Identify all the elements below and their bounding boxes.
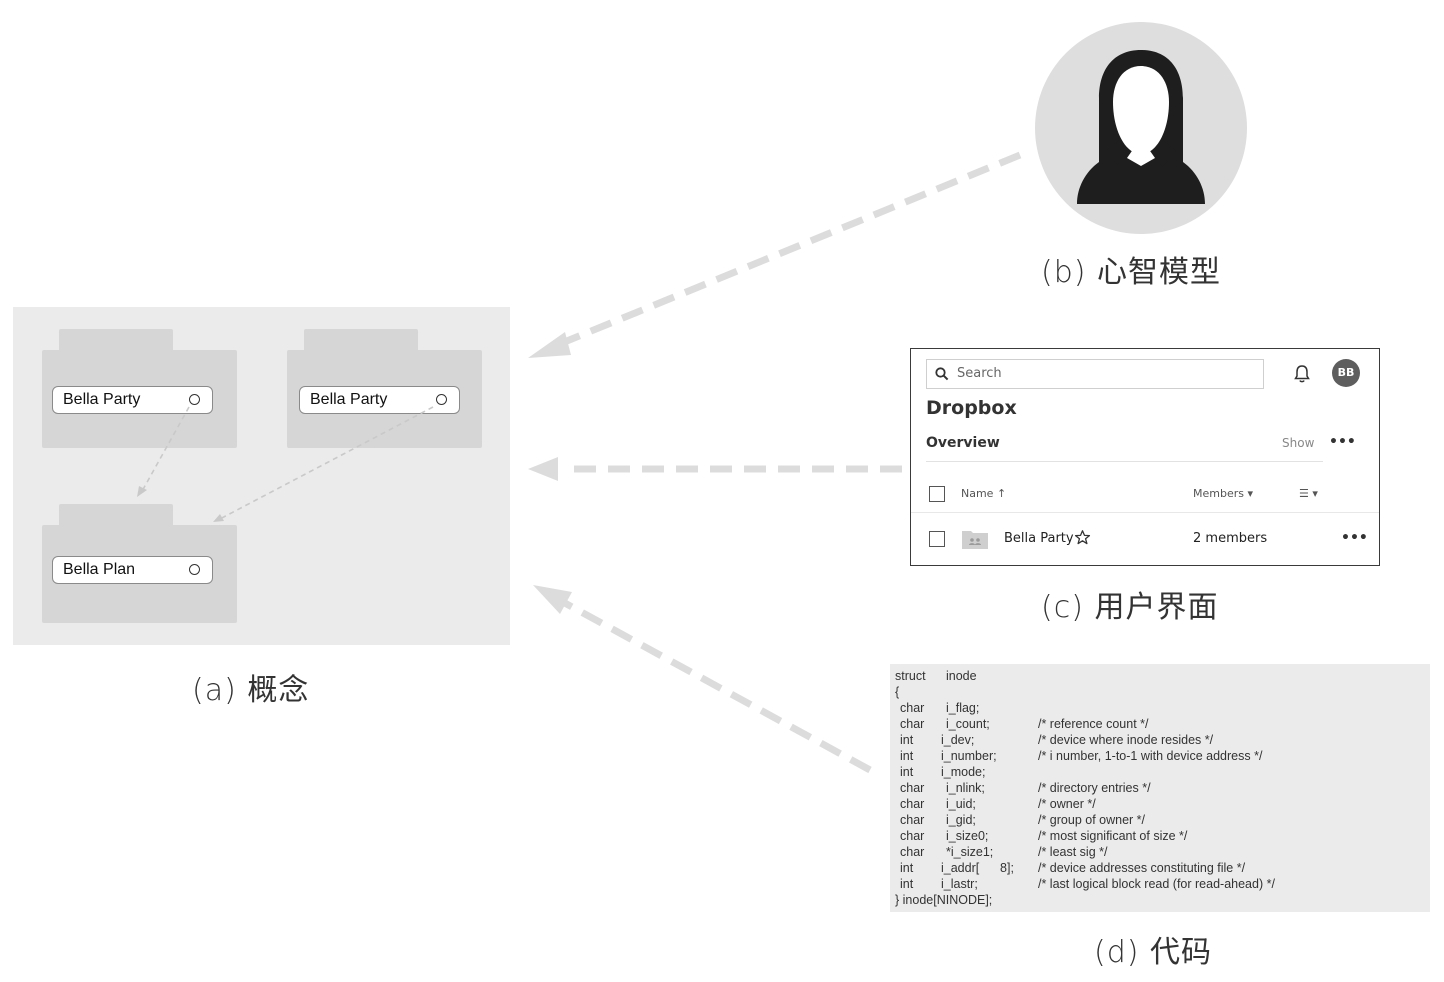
folder-tab — [59, 329, 173, 353]
link-folder2-to-plan — [217, 406, 434, 521]
link-arrowhead — [213, 514, 224, 522]
arrowhead-ui — [528, 457, 558, 481]
bell-icon[interactable] — [1294, 364, 1310, 384]
view-toggle-icon[interactable]: ☰ ▾ — [1299, 487, 1318, 500]
row-more-options-icon[interactable]: ••• — [1341, 530, 1368, 546]
code-line: char*i_size1;/* least sig */ — [900, 845, 1108, 859]
arrowhead-mental-model — [528, 332, 571, 358]
person-avatar-icon — [1035, 22, 1247, 234]
caption-ui: (c) 用户界面 — [1041, 590, 1219, 625]
shared-folder-icon — [962, 531, 988, 549]
caption-concept: (a) 概念 — [192, 673, 310, 708]
file-name-link[interactable]: Bella Party — [1004, 531, 1074, 546]
row-checkbox[interactable] — [929, 531, 945, 547]
link-folder1-to-plan — [140, 406, 190, 494]
column-header-members[interactable]: Members ▾ — [1193, 487, 1253, 500]
folder-name: Bella Party — [310, 391, 388, 408]
code-line: } inode[NINODE]; — [895, 893, 993, 907]
concept-links — [137, 406, 434, 522]
connector-port-icon — [189, 394, 200, 405]
caption-code: (d) 代码 — [1094, 935, 1212, 970]
dropbox-ui-mockup: Search BB Dropbox Overview Show ••• Name… — [910, 348, 1380, 566]
select-all-checkbox[interactable] — [929, 486, 945, 502]
page-title: Dropbox — [926, 397, 1017, 419]
search-placeholder: Search — [957, 366, 1002, 381]
show-button[interactable]: Show — [1282, 436, 1315, 450]
arrowhead-code — [533, 585, 572, 614]
search-icon — [935, 367, 949, 381]
members-count: 2 members — [1193, 531, 1268, 546]
column-header-name[interactable]: Name ↑ — [961, 487, 1007, 500]
more-options-icon[interactable]: ••• — [1329, 434, 1356, 450]
folder-label-3: Bella Plan — [52, 556, 213, 584]
folder-name: Bella Party — [63, 391, 141, 408]
folder-tab — [304, 329, 418, 353]
arrow-code-to-concept — [561, 598, 872, 774]
folder-tab — [59, 504, 173, 528]
divider — [926, 461, 1323, 462]
caption-mental-model: (b) 心智模型 — [1041, 255, 1221, 290]
link-arrowhead — [137, 486, 147, 497]
divider — [911, 512, 1379, 513]
folder-label-2: Bella Party — [299, 386, 460, 414]
search-input[interactable]: Search — [926, 359, 1264, 389]
connector-port-icon — [436, 394, 447, 405]
star-icon[interactable] — [1074, 529, 1091, 546]
section-title: Overview — [926, 435, 1000, 451]
connector-port-icon — [189, 564, 200, 575]
folder-name: Bella Plan — [63, 561, 136, 578]
arrow-mental-model-to-concept — [560, 151, 1022, 347]
code-line: { — [895, 685, 900, 699]
avatar[interactable]: BB — [1332, 359, 1360, 387]
folder-label-1: Bella Party — [52, 386, 213, 414]
concept-panel: Bella Party Bella Party Bella Plan — [13, 307, 510, 645]
